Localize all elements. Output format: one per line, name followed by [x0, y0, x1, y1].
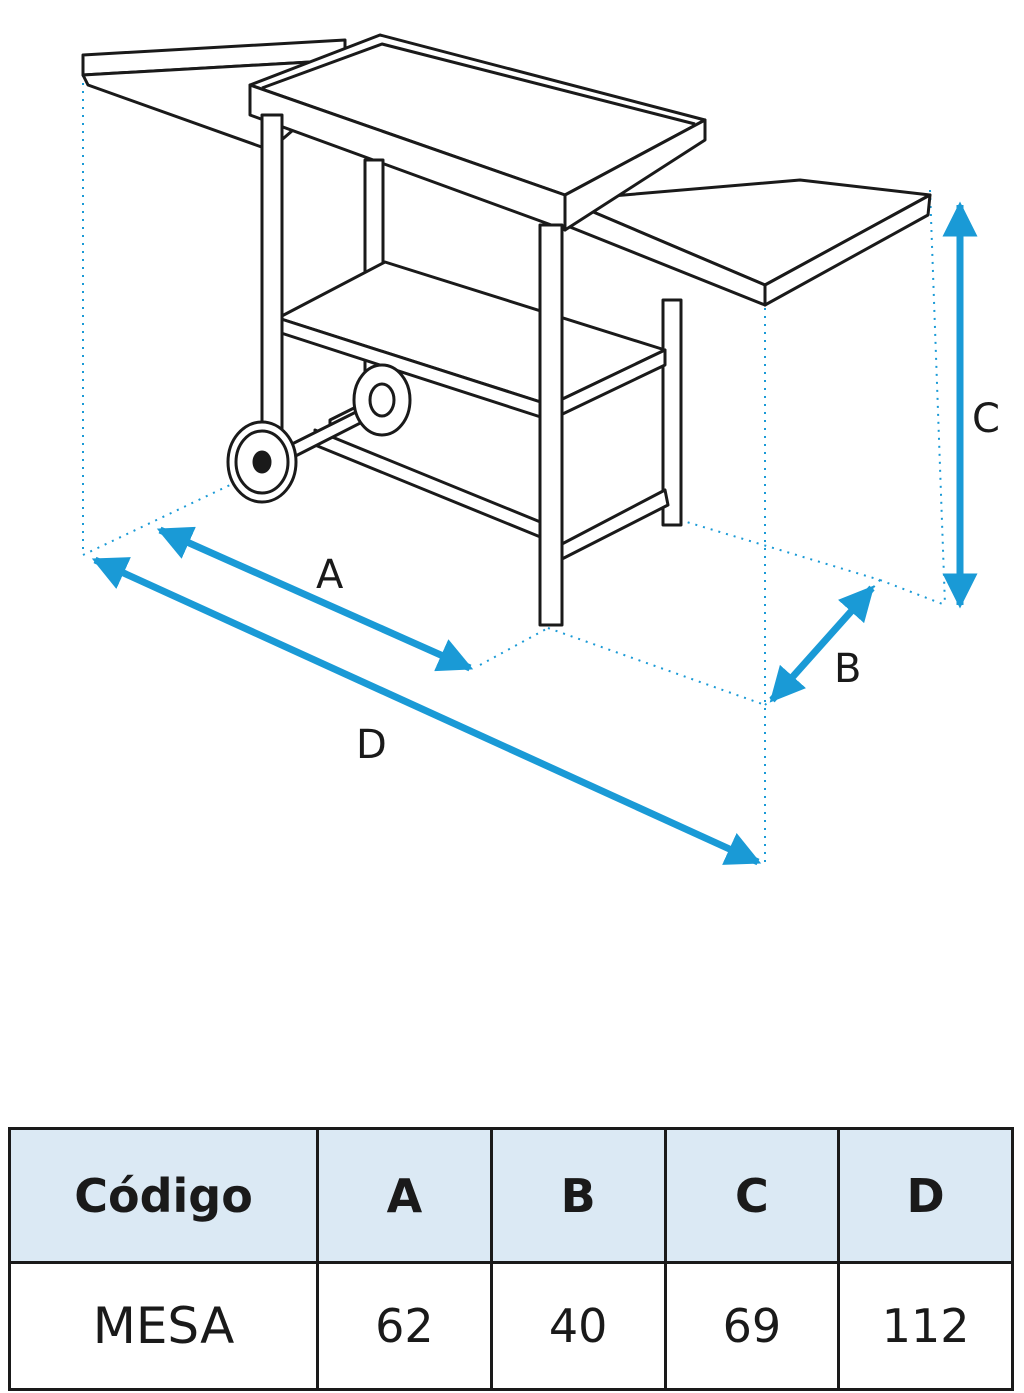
- dimension-label-d: D: [356, 722, 387, 768]
- dimension-arrow-b: [769, 585, 875, 703]
- header-d: D: [837, 1127, 1014, 1264]
- header-c: C: [663, 1127, 841, 1264]
- table-row: MESA 62 40 69 112: [8, 1261, 1014, 1391]
- cart-dimension-diagram: A B C D: [81, 33, 1000, 866]
- cell-d: 112: [837, 1261, 1014, 1391]
- header-b: B: [489, 1127, 667, 1264]
- dimensions-table: Código A B C D MESA 62 40 69 112: [8, 1127, 1014, 1391]
- table-header-row: Código A B C D: [8, 1127, 1014, 1264]
- header-codigo: Código: [8, 1127, 319, 1264]
- bbq-cart-drawing: [81, 33, 932, 627]
- dimension-arrow-d: [91, 556, 762, 866]
- dimension-label-a: A: [316, 552, 344, 598]
- dimension-arrows: [91, 201, 978, 866]
- cell-a: 62: [316, 1261, 493, 1391]
- cell-codigo: MESA: [8, 1261, 319, 1391]
- dimension-label-b: B: [834, 646, 861, 692]
- header-a: A: [316, 1127, 493, 1264]
- dimension-label-c: C: [972, 396, 1000, 442]
- cell-b: 40: [489, 1261, 667, 1391]
- dimension-arrow-a: [156, 526, 474, 672]
- cell-c: 69: [663, 1261, 841, 1391]
